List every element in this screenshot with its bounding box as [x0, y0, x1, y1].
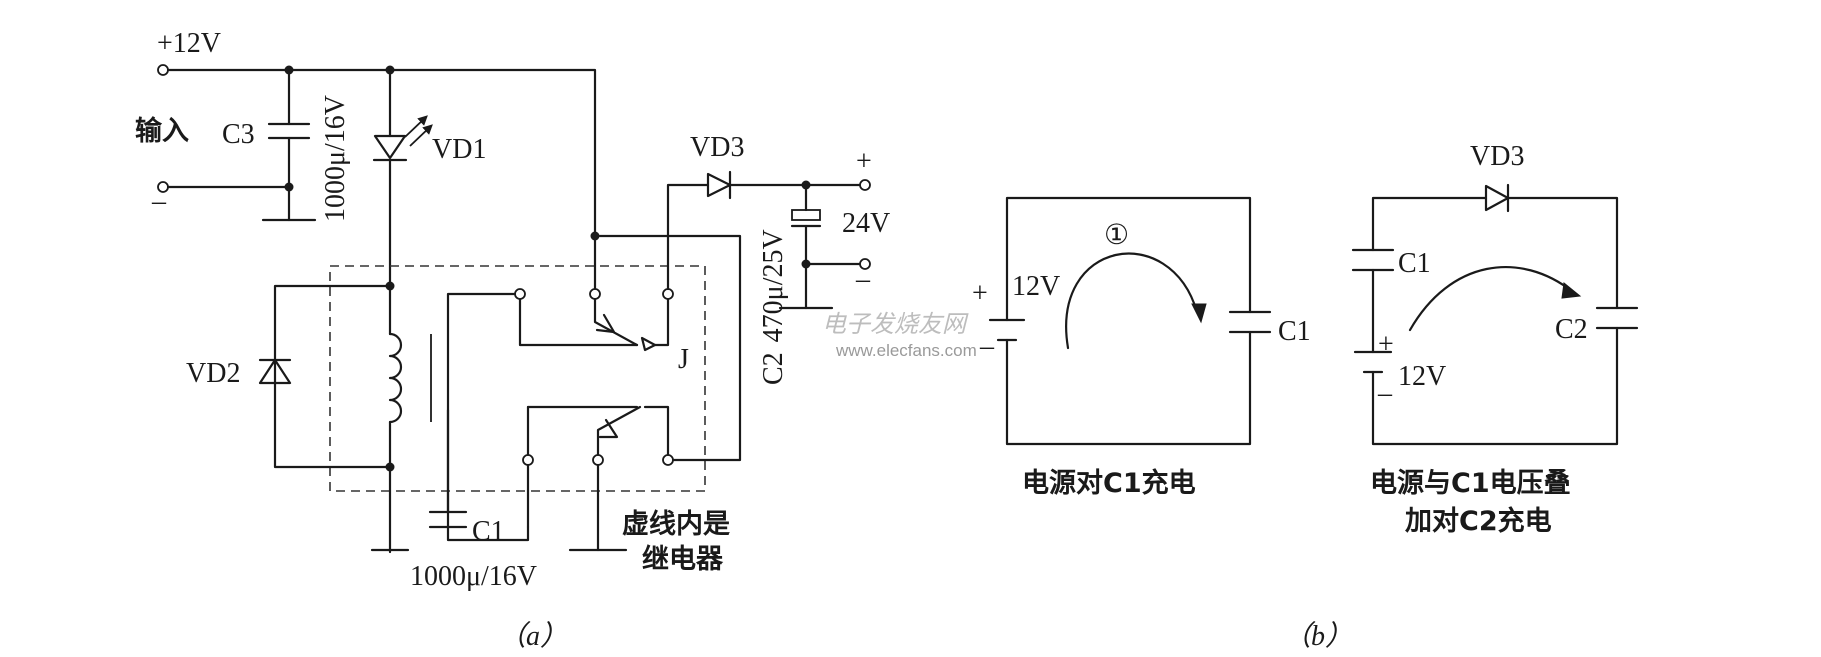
input-voltage-label: +12V: [157, 28, 221, 59]
c2-label: C2: [1555, 314, 1588, 345]
relay-upper-contact-wire: [518, 292, 639, 347]
relay-terminal: [514, 288, 526, 300]
c2-label: C2470μ/25V: [758, 229, 789, 385]
relay-terminal: [662, 288, 674, 300]
top-rail-wire: [166, 68, 597, 238]
input-label: 输入: [135, 115, 189, 147]
circuit-b-right: VD3 C1 C2 + – 12V 电源与C1电压叠 加对C2充电: [1351, 141, 1639, 537]
c1-label: C1: [1278, 316, 1311, 347]
source-voltage-label: 12V: [1012, 271, 1060, 302]
circuit-b-left: + – 12V C1 ① 电源对C1充电: [972, 196, 1311, 499]
vd2-diode-symbol: [258, 358, 292, 385]
watermark-chinese: 电子发烧友网: [822, 310, 969, 338]
output-plus-terminal: [859, 179, 871, 191]
relay-upper-contact-mark: [595, 313, 616, 334]
c3-value-label: 1000μ/16V: [320, 95, 351, 222]
relay-terminal: [522, 454, 534, 466]
relay-terminal: [662, 454, 674, 466]
charge-current-arrow: [1065, 252, 1199, 350]
loop-wire: [1371, 196, 1619, 446]
relay-dashed-box: [329, 265, 706, 492]
c1-wire: [446, 408, 530, 542]
battery-plus-label: +: [1378, 329, 1394, 360]
relay-contact-label: J: [678, 344, 689, 375]
step-number-label: ①: [1104, 220, 1129, 251]
vd1-light-arrow: [404, 115, 428, 138]
c3-capacitor-symbol: [267, 122, 311, 140]
output-voltage-label: 24V: [842, 208, 890, 239]
relay-terminal: [589, 288, 601, 300]
caption-b: （b）: [1283, 621, 1353, 652]
relay-terminal: [592, 454, 604, 466]
c1-capacitor-symbol: [428, 510, 468, 529]
to-vd3-wire: [666, 183, 710, 291]
loop-wire: [1005, 196, 1252, 446]
input-plus-terminal: [157, 64, 169, 76]
output-minus-label: –: [855, 264, 871, 295]
relay-outer-loop: [598, 234, 742, 462]
battery-symbol: [988, 318, 1026, 342]
c1-capacitor-symbol: [1228, 310, 1272, 334]
caption-b-right-line2: 加对C2充电: [1405, 505, 1552, 537]
vd1-label: VD1: [432, 134, 486, 165]
vd2-wire: [273, 284, 392, 469]
relay-lower-blade: [596, 405, 642, 467]
c2-capacitor-symbol: [1595, 306, 1639, 330]
vd3-diode-symbol: [1484, 183, 1510, 213]
relay-lower-contact-mark: [598, 418, 619, 439]
c3-label: C3: [222, 119, 255, 150]
arrowhead-icon: [1561, 282, 1582, 299]
c1-top-wire: [446, 292, 517, 529]
circuit-a: +12V 输入 – C3 1000μ/16V VD1: [135, 28, 890, 652]
relay-coil-symbol: [388, 332, 403, 424]
vd3-label: VD3: [690, 132, 744, 163]
vd2-label: VD2: [186, 358, 240, 389]
relay-note-line1: 虚线内是: [622, 509, 730, 540]
relay-lower-return: [643, 405, 670, 457]
caption-a: （a）: [498, 621, 568, 652]
caption-b-left: 电源对C1充电: [1022, 467, 1196, 499]
relay-note-line2: 继电器: [642, 543, 724, 575]
c2-capacitor-plate: [791, 209, 821, 221]
battery-minus-label: –: [979, 331, 995, 362]
battery-plus-label: +: [972, 278, 988, 309]
watermark: 电子发烧友网 www.elecfans.com: [822, 310, 977, 360]
battery-symbol: [1353, 350, 1393, 374]
output-plus-label: +: [856, 146, 872, 177]
caption-b-right-line1: 电源与C1电压叠: [1370, 468, 1571, 499]
arrowhead-icon: [1191, 303, 1207, 324]
relay-upper-blade: [593, 297, 639, 347]
c1-capacitor-symbol: [1351, 248, 1395, 272]
relay-upper-return: [653, 292, 670, 347]
source-voltage-label: 12V: [1398, 361, 1446, 392]
c1-label: C1: [472, 516, 505, 547]
charge-current-arrow: [1408, 265, 1575, 332]
output-minus-terminal: [859, 258, 871, 270]
vd3-label: VD3: [1470, 141, 1524, 172]
vd3-diode-symbol: [706, 170, 732, 200]
vd1-led-symbol: [373, 134, 407, 160]
c1-value-label: 1000μ/16V: [410, 561, 537, 592]
input-minus-label: –: [151, 186, 167, 217]
watermark-url: www.elecfans.com: [835, 341, 977, 360]
c1-label: C1: [1398, 248, 1431, 279]
vd1-light-arrow: [409, 124, 433, 147]
relay-upper-arrow: [640, 336, 657, 352]
battery-minus-label: –: [1377, 378, 1393, 409]
